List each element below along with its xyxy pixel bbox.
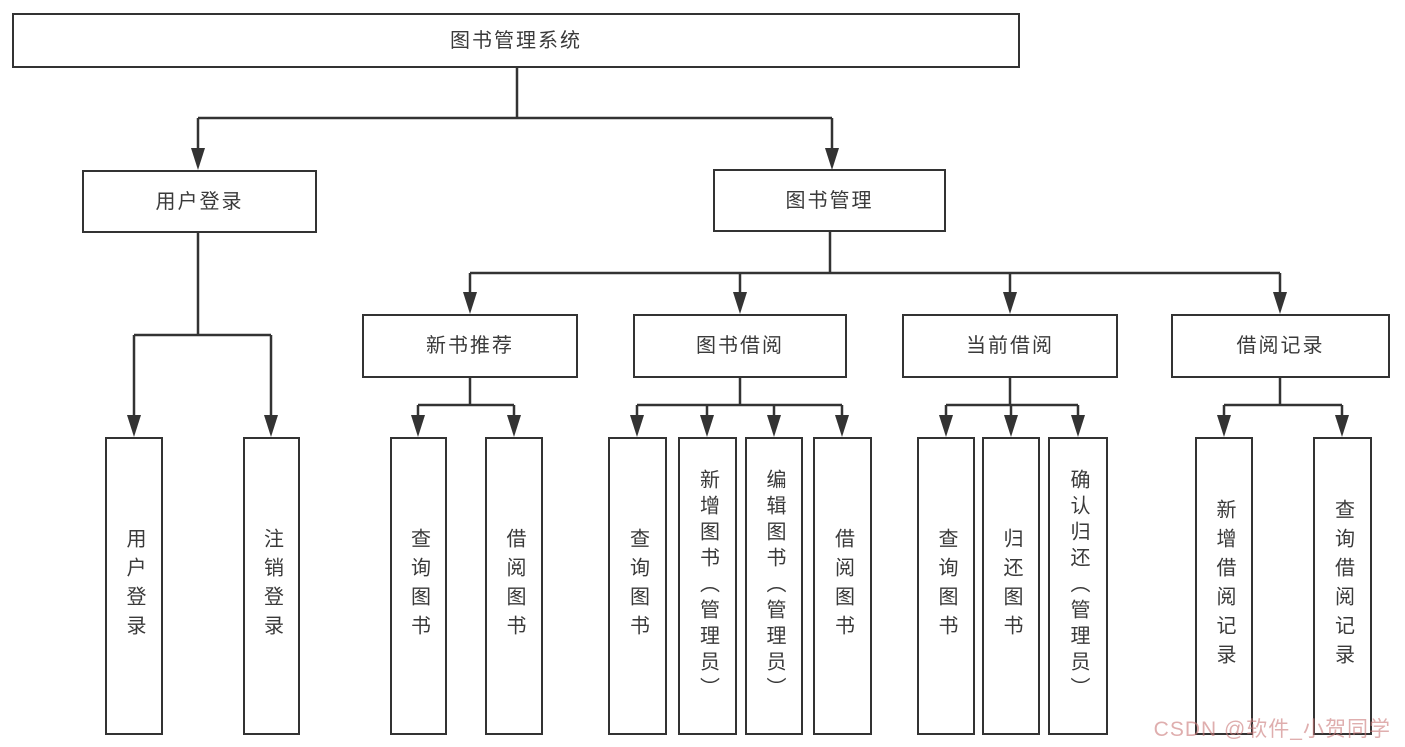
node-label: 图书管理系统 — [450, 29, 582, 52]
node-label: 新增借阅记录 — [1213, 499, 1235, 673]
node-label: 图书管理 — [785, 189, 874, 212]
node-label: 用户登录 — [123, 528, 145, 644]
leaf-add-borrow-record: 新增借阅记录 — [1195, 437, 1253, 735]
leaf-borrow-books-recommend: 借阅图书 — [485, 437, 543, 735]
node-label: 借阅图书 — [503, 528, 525, 644]
leaf-borrow-books: 借阅图书 — [813, 437, 872, 735]
leaf-edit-book-admin: 编辑图书（管理员） — [745, 437, 803, 735]
arrowhead-icon — [127, 415, 141, 437]
arrowhead-icon — [630, 415, 644, 437]
arrowhead-icon — [733, 292, 747, 314]
leaf-query-books-current: 查询图书 — [917, 437, 975, 735]
node-book-management: 图书管理 — [713, 169, 946, 232]
arrowhead-icon — [767, 415, 781, 437]
arrowhead-icon — [825, 148, 839, 170]
leaf-logout: 注销登录 — [243, 437, 300, 735]
csdn-watermark: CSDN @软件_小贺同学 — [1153, 718, 1391, 741]
node-borrowing-records: 借阅记录 — [1171, 314, 1390, 378]
node-label: 编辑图书（管理员） — [763, 469, 785, 703]
arrowhead-icon — [264, 415, 278, 437]
node-library-management-system: 图书管理系统 — [12, 13, 1020, 68]
leaf-add-book-admin: 新增图书（管理员） — [678, 437, 737, 735]
arrowhead-icon — [1335, 415, 1349, 437]
node-new-book-recommendation: 新书推荐 — [362, 314, 578, 378]
arrowhead-icon — [1004, 415, 1018, 437]
leaf-query-borrow-record: 查询借阅记录 — [1313, 437, 1372, 735]
arrowhead-icon — [507, 415, 521, 437]
node-label: 查询图书 — [626, 528, 649, 644]
node-label: 新书推荐 — [426, 335, 514, 357]
arrowhead-icon — [1217, 415, 1231, 437]
leaf-user-login: 用户登录 — [105, 437, 163, 735]
node-label: 查询借阅记录 — [1331, 499, 1354, 673]
node-label: 确认归还（管理员） — [1067, 469, 1089, 703]
arrowheads — [127, 148, 1349, 437]
arrowhead-icon — [939, 415, 953, 437]
node-label: 用户登录 — [155, 190, 244, 213]
leaf-query-books-recommend: 查询图书 — [390, 437, 447, 735]
node-label: 借阅记录 — [1236, 335, 1325, 357]
node-label: 借阅图书 — [831, 528, 854, 644]
arrowhead-icon — [1003, 292, 1017, 314]
node-label: 当前借阅 — [966, 335, 1054, 357]
arrowhead-icon — [835, 415, 849, 437]
node-label: 查询图书 — [407, 528, 430, 644]
leaf-query-books-borrowing: 查询图书 — [608, 437, 667, 735]
arrowhead-icon — [1273, 292, 1287, 314]
arrowhead-icon — [411, 415, 425, 437]
node-user-login: 用户登录 — [82, 170, 317, 233]
node-label: 查询图书 — [935, 528, 957, 644]
node-current-borrowing: 当前借阅 — [902, 314, 1118, 378]
node-label: 注销登录 — [260, 528, 283, 644]
arrowhead-icon — [700, 415, 714, 437]
node-label: 图书借阅 — [696, 335, 784, 357]
arrowhead-icon — [463, 292, 477, 314]
leaf-return-books: 归还图书 — [982, 437, 1040, 735]
leaf-confirm-return-admin: 确认归还（管理员） — [1048, 437, 1108, 735]
connector-lines — [132, 68, 1344, 427]
node-label: 新增图书（管理员） — [696, 469, 719, 703]
node-book-borrowing: 图书借阅 — [633, 314, 847, 378]
node-label: 归还图书 — [1000, 528, 1022, 644]
arrowhead-icon — [1071, 415, 1085, 437]
arrowhead-icon — [191, 148, 205, 170]
